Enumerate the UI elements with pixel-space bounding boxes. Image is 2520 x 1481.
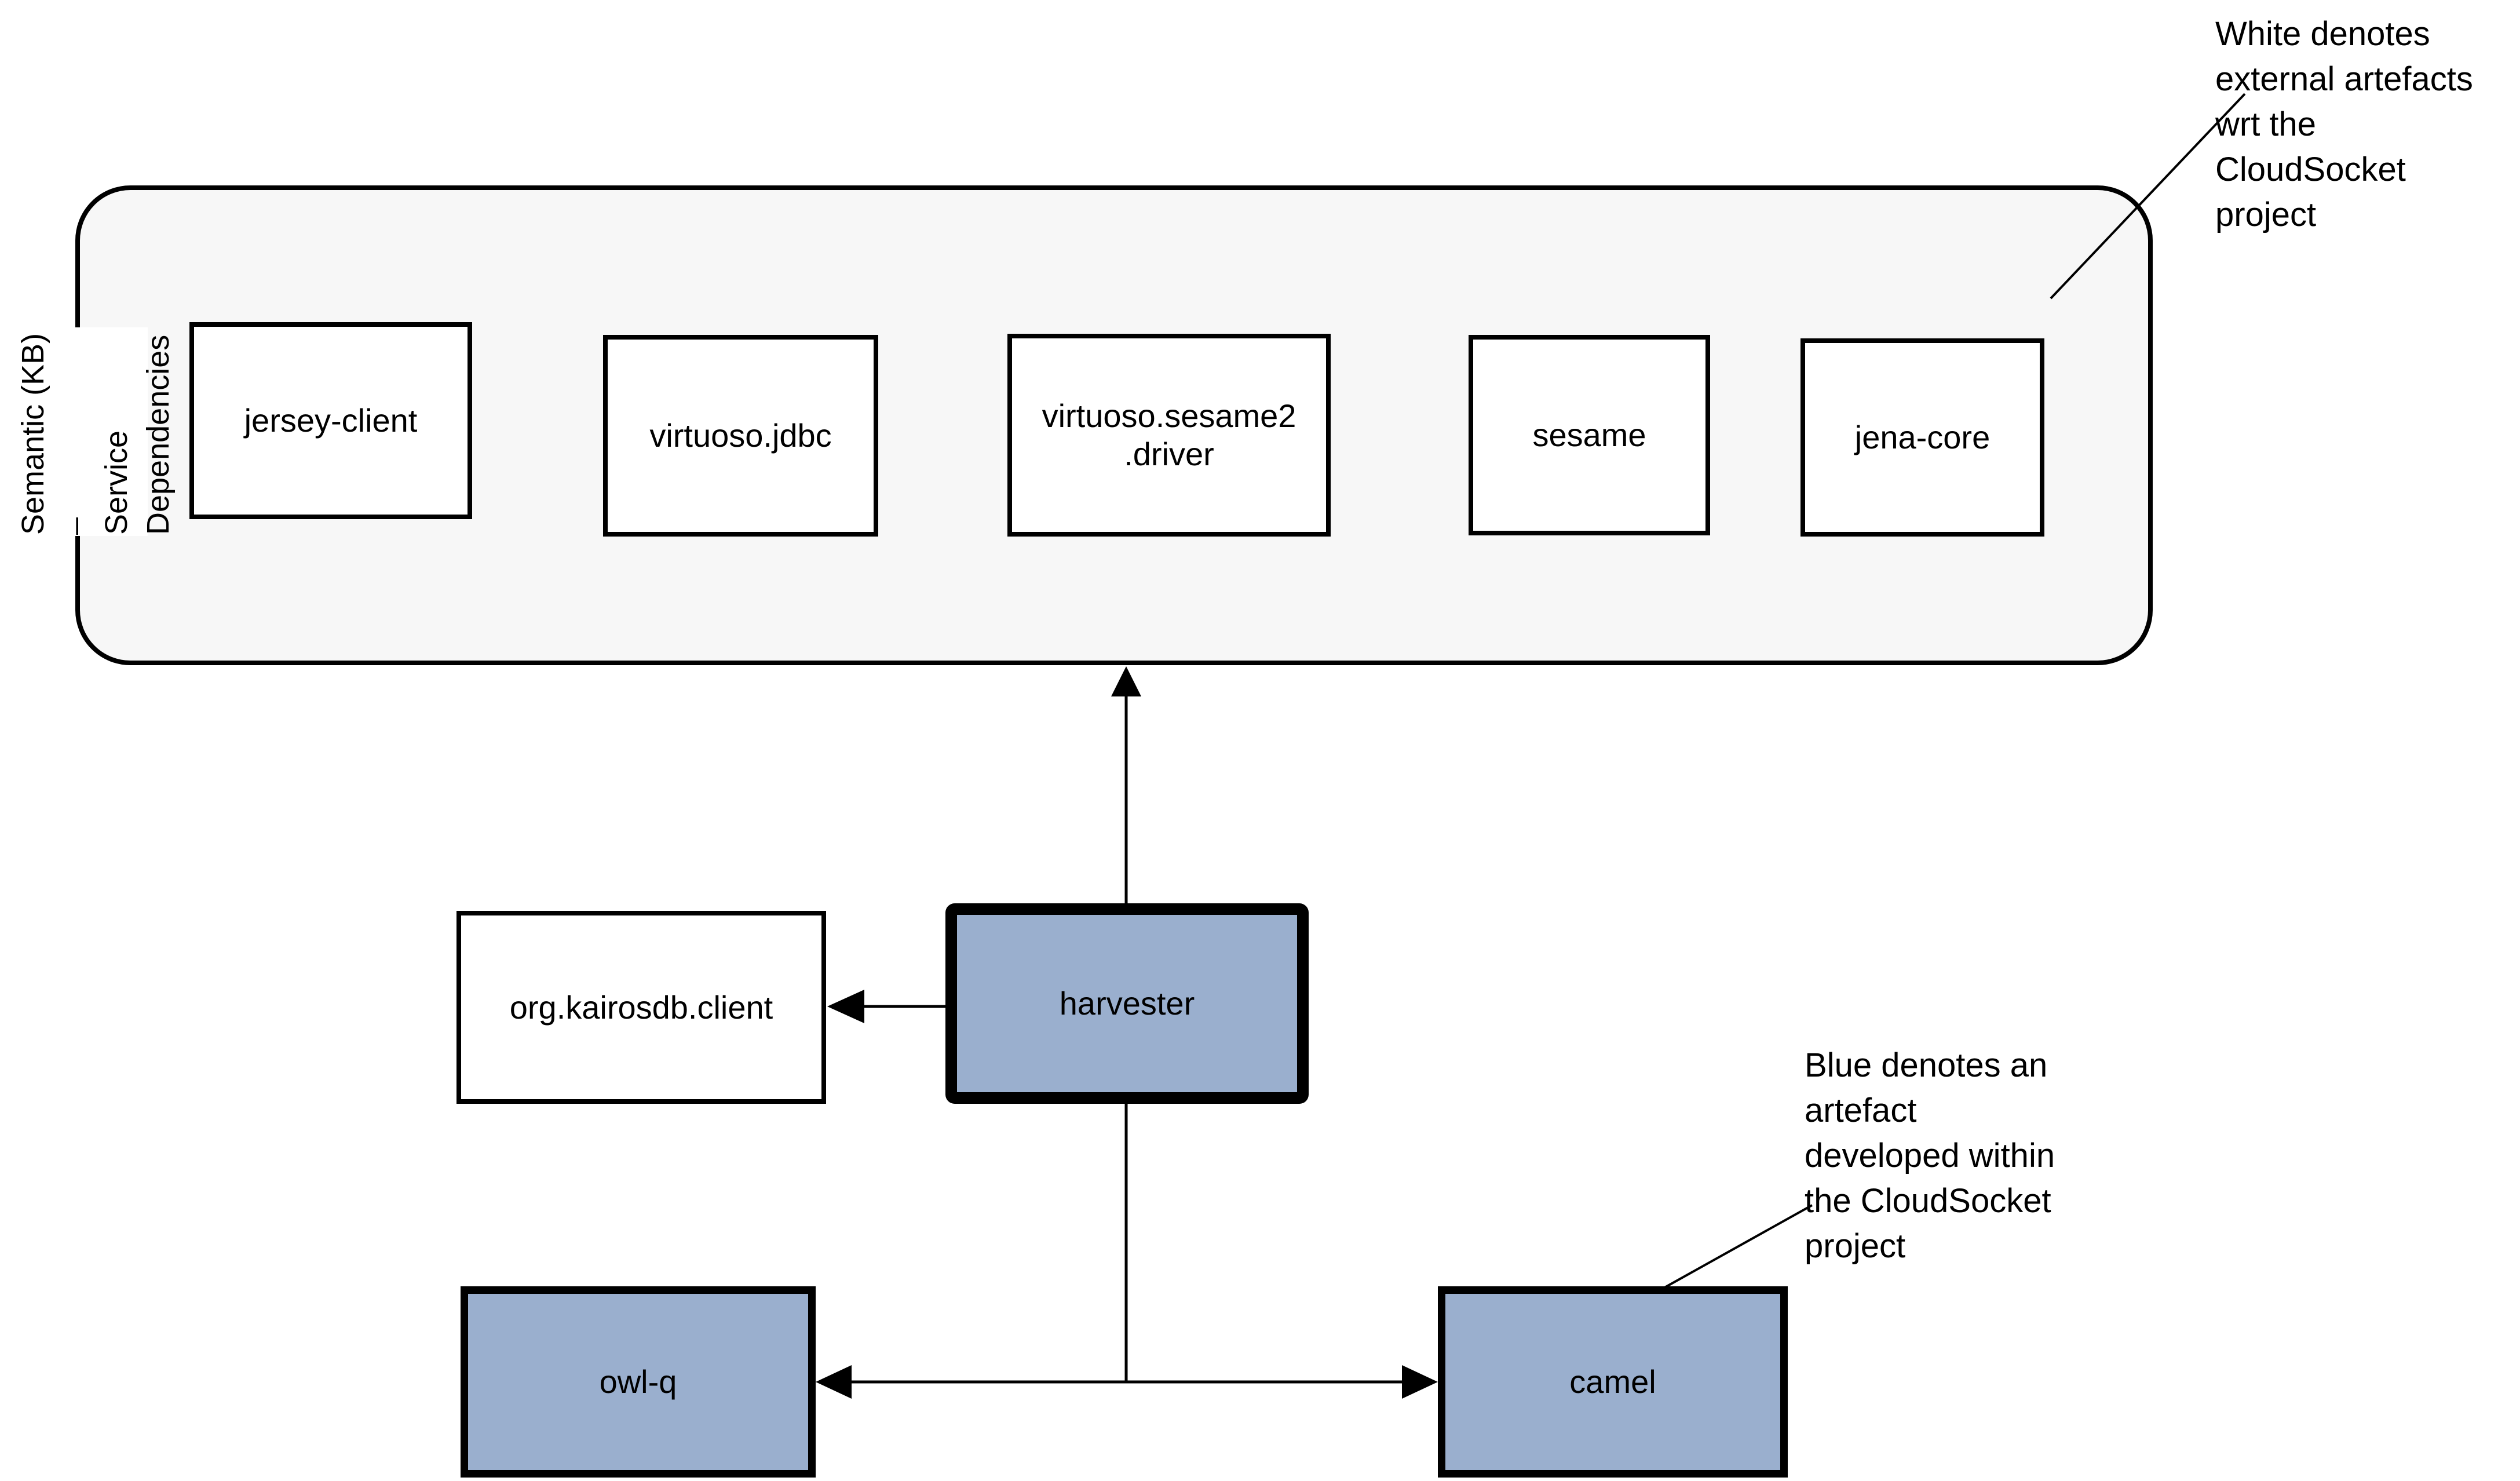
box-org-kairosdb-client: org.kairosdb.client	[456, 911, 826, 1104]
leader-white-note	[2050, 93, 2246, 300]
box-sesame: sesame	[1469, 335, 1710, 535]
kb-group-label: Semantic (KB) – Service Dependencies	[16, 333, 176, 535]
white-artefacts-note: White denotes external artefacts wrt the…	[2215, 15, 2473, 234]
arrowhead-left-owlq-icon	[816, 1365, 852, 1399]
box-virtuoso-jdbc: virtuoso.jdbc	[603, 335, 878, 537]
arrowhead-left-kairosdb-icon	[827, 990, 864, 1023]
box-virtuoso-sesame2-driver: virtuoso.sesame2 .driver	[1007, 334, 1331, 537]
box-owl-q: owl-q	[461, 1286, 816, 1478]
arrowhead-right-camel-icon	[1402, 1365, 1438, 1399]
kb-group-label-background	[72, 327, 148, 536]
box-jena-core: jena-core	[1800, 338, 2044, 537]
arrowhead-up-icon	[1111, 666, 1141, 696]
box-harvester: harvester	[945, 903, 1309, 1104]
box-camel: camel	[1438, 1286, 1788, 1478]
blue-artefacts-note: Blue denotes an artefact developed withi…	[1805, 1046, 2055, 1265]
box-jersey-client: jersey-client	[189, 322, 472, 519]
